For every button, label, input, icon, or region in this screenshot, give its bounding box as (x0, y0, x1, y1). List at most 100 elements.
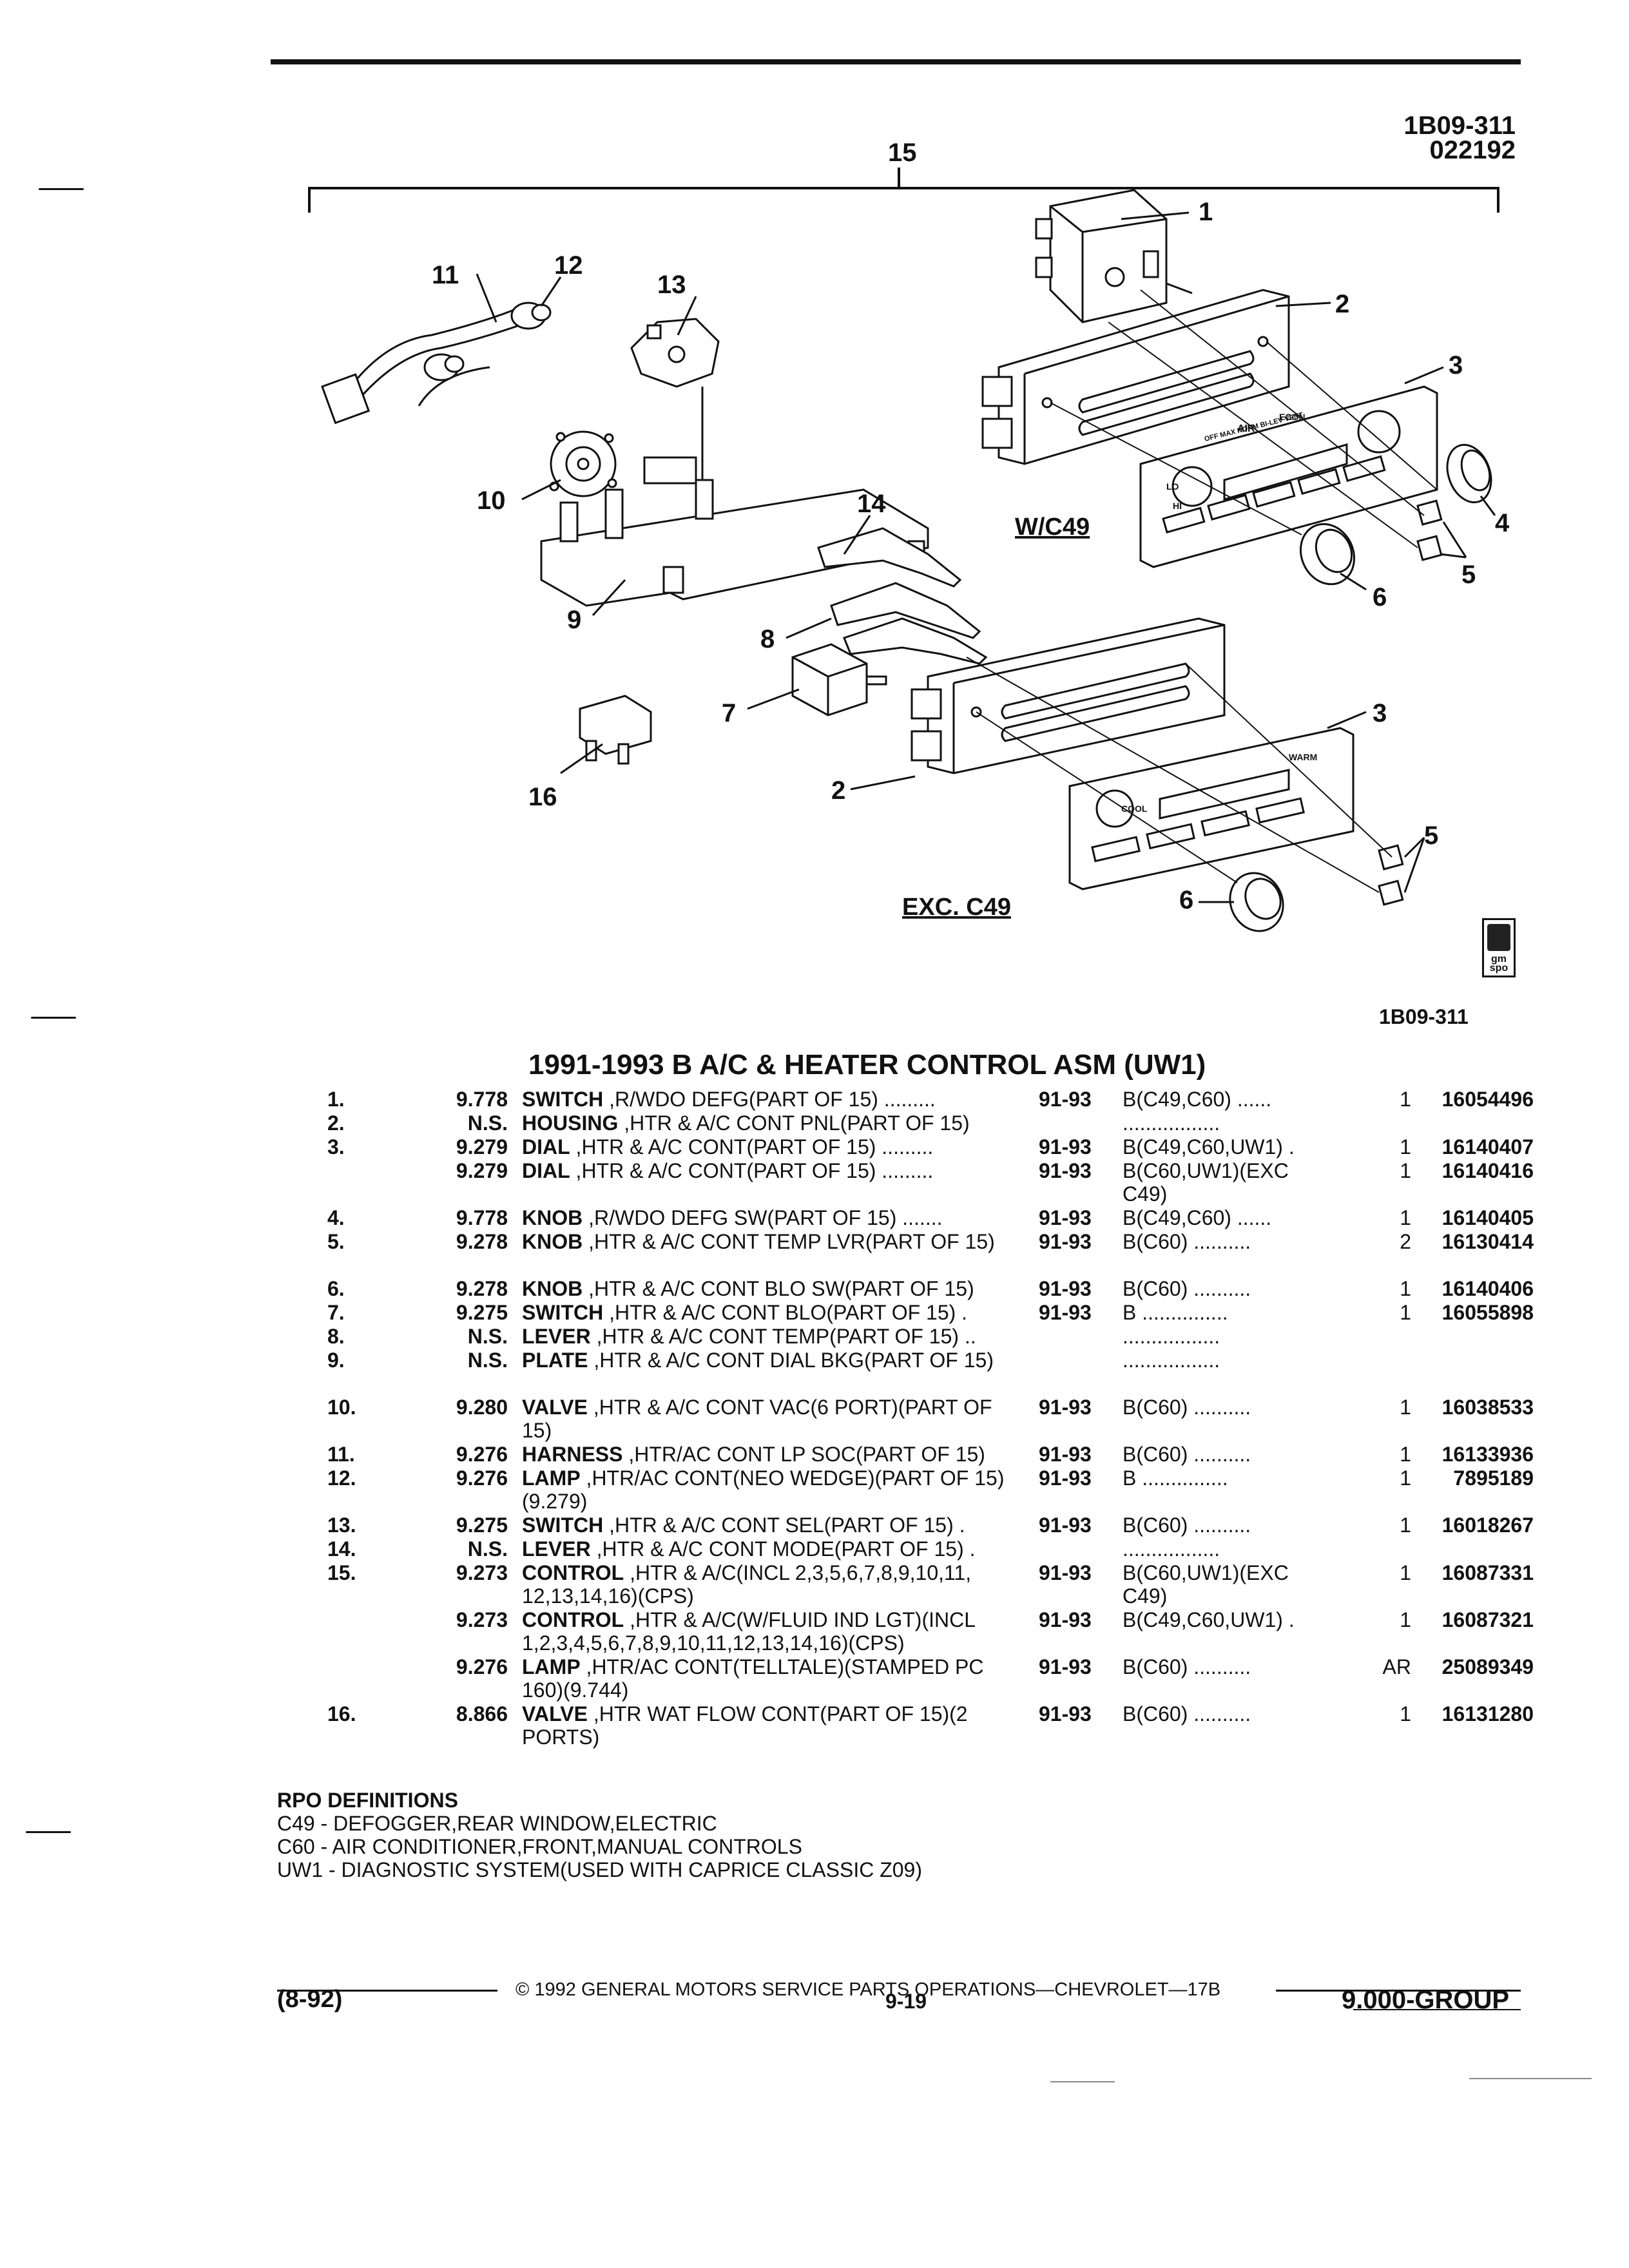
quantity: 1 (1400, 1702, 1411, 1725)
rpo-item-c49: C49 - DEFOGGER,REAR WINDOW,ELECTRIC (277, 1812, 717, 1835)
part-name: SWITCH (522, 1514, 604, 1537)
exploded-parts-diagram: 15 HI LO AIR ECON OFF MA (308, 139, 1510, 932)
panel-label-warm: WARM (1289, 752, 1317, 762)
part-name: DIAL (522, 1135, 570, 1158)
model-years: 91-93 (1039, 1206, 1092, 1229)
part-detail: ,HTR & A/C CONT BLO(PART OF 15) . (609, 1301, 968, 1324)
part-detail: ,HTR & A/C CONT SEL(PART OF 15) . (609, 1514, 965, 1537)
part-description: LEVER ,HTR & A/C CONT TEMP(PART OF 15) .… (522, 1325, 1018, 1348)
part-name: KNOB (522, 1230, 583, 1253)
part-name: CONTROL (522, 1608, 624, 1631)
model-years: 91-93 (1039, 1277, 1092, 1300)
part-description: CONTROL ,HTR & A/C(INCL 2,3,5,6,7,8,9,10… (522, 1561, 1018, 1608)
model-years: 91-93 (1039, 1561, 1092, 1584)
callout-2-upper: 2 (1335, 290, 1349, 318)
part-number: 16140407 (1441, 1135, 1534, 1158)
part-name: KNOB (522, 1277, 583, 1300)
group-number: 9.278 (456, 1277, 508, 1300)
part-description: VALVE ,HTR & A/C CONT VAC(6 PORT)(PART O… (522, 1396, 1018, 1442)
gm-spo-logo: gm spo (1482, 918, 1516, 977)
part-detail: ,HTR & A/C CONT(PART OF 15) ......... (575, 1135, 934, 1158)
part-description: DIAL ,HTR & A/C CONT(PART OF 15) .......… (522, 1135, 1018, 1158)
part-description: LAMP ,HTR/AC CONT(NEO WEDGE)(PART OF 15)… (522, 1466, 1018, 1513)
part-number: 25089349 (1441, 1655, 1534, 1678)
model-years: 91-93 (1039, 1088, 1092, 1111)
part-description: KNOB ,HTR & A/C CONT BLO SW(PART OF 15) (522, 1277, 1018, 1300)
part-number: 16055898 (1441, 1301, 1534, 1324)
part-detail: ,HTR/AC CONT(TELLTALE)(STAMPED PC 160)(9… (522, 1655, 984, 1702)
quantity: 1 (1400, 1301, 1411, 1324)
callout-10: 10 (477, 486, 506, 515)
blower-switch-drawing (791, 643, 887, 716)
part-number: 16087321 (1441, 1608, 1534, 1631)
part-name: SWITCH (522, 1088, 604, 1111)
item-number: 8. (327, 1325, 345, 1348)
part-name: LAMP (522, 1655, 581, 1678)
quantity: 1 (1400, 1206, 1411, 1229)
part-number: 16140405 (1441, 1206, 1534, 1229)
top-rule (271, 59, 1521, 64)
quantity: 1 (1400, 1608, 1411, 1631)
part-detail: ,HTR WAT FLOW CONT(PART OF 15)(2 PORTS) (522, 1702, 968, 1749)
part-detail: ,HTR/AC CONT(NEO WEDGE)(PART OF 15)(9.27… (522, 1466, 1005, 1513)
item-number: 2. (327, 1111, 345, 1135)
callout-5-upper: 5 (1461, 561, 1476, 589)
model-years: 91-93 (1039, 1135, 1092, 1158)
model-usage: B(C49,C60) ...... (1123, 1088, 1272, 1111)
scan-mark (1050, 2081, 1115, 2082)
callout-5-lower: 5 (1424, 822, 1438, 850)
part-name: DIAL (522, 1159, 570, 1182)
model-years: 91-93 (1039, 1655, 1092, 1678)
part-name: SWITCH (522, 1301, 604, 1324)
callout-9: 9 (567, 606, 581, 634)
quantity: 1 (1400, 1135, 1411, 1158)
page-number: 9-19 (885, 1990, 927, 2013)
section-title: 1991-1993 B A/C & HEATER CONTROL ASM (UW… (528, 1049, 1206, 1081)
model-usage: B(C60,UW1)(EXC C49) (1123, 1561, 1289, 1608)
item-number: 13. (327, 1514, 356, 1537)
model-usage: B(C60) .......... (1123, 1514, 1251, 1537)
part-detail: ,HTR & A/C CONT PNL(PART OF 15) (624, 1111, 970, 1135)
model-years: 91-93 (1039, 1466, 1092, 1490)
selector-switch-drawing (630, 318, 720, 490)
part-detail: ,HTR & A/C(INCL 2,3,5,6,7,8,9,10,11, 12,… (522, 1561, 972, 1608)
part-description: HARNESS ,HTR/AC CONT LP SOC(PART OF 15) (522, 1443, 1018, 1466)
callout-3-lower: 3 (1373, 699, 1387, 727)
model-usage: B(C49,C60,UW1) . (1123, 1135, 1295, 1158)
item-number: 7. (327, 1301, 345, 1324)
temp-lever-knobs-lower-drawing (1378, 844, 1404, 906)
panel-label-econ: ECON (1279, 412, 1305, 422)
callout-6-upper: 6 (1373, 583, 1387, 611)
group-number: 9.280 (456, 1396, 508, 1419)
quantity: 1 (1400, 1466, 1411, 1490)
part-detail: ,R/WDO DEFG(PART OF 15) ......... (609, 1088, 936, 1111)
part-description: LEVER ,HTR & A/C CONT MODE(PART OF 15) . (522, 1537, 1018, 1561)
part-number: 16054496 (1441, 1088, 1534, 1111)
group-number: 9.276 (456, 1655, 508, 1678)
model-usage: B(C60) .......... (1123, 1655, 1251, 1678)
quantity: 1 (1400, 1396, 1411, 1419)
logo-text: gm spo (1489, 954, 1509, 974)
model-usage: B(C49,C60) ...... (1123, 1206, 1272, 1229)
housing-upper-drawing (981, 289, 1290, 465)
quantity: AR (1382, 1655, 1411, 1678)
item-number: 12. (327, 1466, 356, 1490)
part-detail: ,HTR & A/C CONT VAC(6 PORT)(PART OF 15) (522, 1396, 992, 1442)
harness-drawing (321, 302, 552, 425)
group-number: 9.778 (456, 1206, 508, 1229)
leader-lines-lower (966, 657, 1393, 893)
callout-3-upper: 3 (1449, 351, 1463, 380)
binder-hole-mark (31, 1017, 76, 1019)
callout-13: 13 (657, 271, 686, 299)
temp-lever-knobs-upper-drawing (1416, 499, 1443, 561)
group-label: 9.000-GROUP (1342, 1986, 1510, 2014)
footer-rule-right (1276, 1990, 1521, 1992)
defogger-switch-drawing (1035, 189, 1193, 323)
part-name: LEVER (522, 1325, 591, 1348)
